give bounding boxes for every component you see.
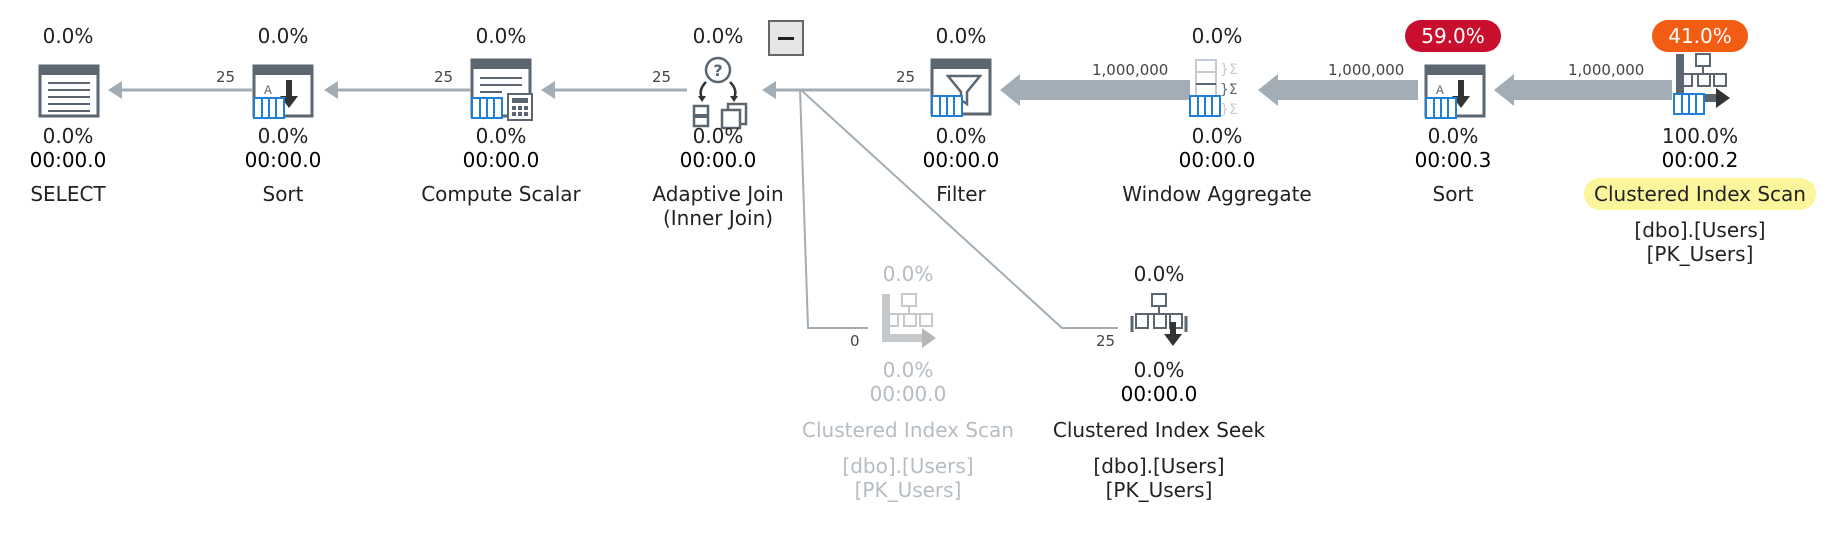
- sort1-time: 00:00.0: [244, 148, 322, 172]
- svg-text:}Σ: }Σ: [1220, 62, 1238, 78]
- seek-object-index: [PK_Users]: [1105, 478, 1213, 502]
- sort1-name[interactable]: Sort: [262, 182, 304, 206]
- svg-text:?: ?: [713, 61, 722, 80]
- edge-scan1-to-sort2[interactable]: [1494, 74, 1672, 106]
- adaptive-join-icon[interactable]: ?: [692, 56, 748, 130]
- edge-sort1-to-select[interactable]: [108, 81, 252, 99]
- compute-time: 00:00.0: [462, 148, 540, 172]
- scan2-cost-top: 0.0%: [882, 262, 934, 286]
- scan2-object-table: [dbo].[Users]: [842, 454, 974, 478]
- edge-window-to-filter[interactable]: [1000, 74, 1190, 106]
- edge-row-count: 25: [216, 68, 236, 86]
- edge-compute-to-sort1[interactable]: [324, 81, 470, 99]
- window-name[interactable]: Window Aggregate: [1122, 182, 1312, 206]
- scan1-object-table: [dbo].[Users]: [1634, 218, 1766, 242]
- adaptive-cost: 0.0%: [692, 124, 744, 148]
- svg-text:}Σ: }Σ: [1220, 82, 1238, 98]
- edge-adaptive-to-compute[interactable]: [541, 81, 687, 99]
- adaptive-time: 00:00.0: [679, 148, 757, 172]
- seek-cost: 0.0%: [1133, 358, 1185, 382]
- scan2-object-index: [PK_Users]: [854, 478, 962, 502]
- compute-cost-top: 0.0%: [475, 24, 527, 48]
- filter-cost-top: 0.0%: [935, 24, 987, 48]
- select-name[interactable]: SELECT: [30, 182, 106, 206]
- sort2-cost: 0.0%: [1427, 124, 1479, 148]
- edge-row-count: 1,000,000: [1092, 61, 1169, 79]
- seek-object-table: [dbo].[Users]: [1093, 454, 1225, 478]
- scan2-name[interactable]: Clustered Index Scan: [802, 418, 1014, 442]
- seek-name[interactable]: Clustered Index Seek: [1052, 418, 1266, 442]
- sort-icon[interactable]: A Z: [1424, 64, 1486, 119]
- seek-cost-top: 0.0%: [1133, 262, 1185, 286]
- clustered-index-seek-icon[interactable]: [1130, 293, 1188, 346]
- window-aggregate-icon[interactable]: }Σ }Σ }Σ: [1189, 59, 1238, 118]
- svg-text:}Σ: }Σ: [1220, 102, 1238, 118]
- select-cost-top: 0.0%: [42, 24, 94, 48]
- svg-text:A: A: [1436, 83, 1444, 98]
- adaptive-cost-top: 0.0%: [692, 24, 744, 48]
- scan1-object-index: [PK_Users]: [1646, 242, 1754, 266]
- sort2-time: 00:00.3: [1414, 148, 1492, 172]
- sort1-cost-top: 0.0%: [257, 24, 309, 48]
- sort1-cost: 0.0%: [257, 124, 309, 148]
- select-time: 00:00.0: [29, 148, 107, 172]
- collapse-button[interactable]: [768, 20, 804, 56]
- filter-time: 00:00.0: [922, 148, 1000, 172]
- edge-row-count: 25: [434, 68, 454, 86]
- scan1-time: 00:00.2: [1661, 148, 1739, 172]
- edge-row-count: 1,000,000: [1328, 61, 1405, 79]
- edge-row-count: 1,000,000: [1568, 61, 1645, 79]
- scan2-time: 00:00.0: [869, 382, 947, 406]
- compute-cost: 0.0%: [475, 124, 527, 148]
- clustered-index-scan-icon[interactable]: [1673, 53, 1730, 115]
- scan1-name[interactable]: Clustered Index Scan: [1584, 178, 1816, 210]
- sort2-name[interactable]: Sort: [1432, 182, 1474, 206]
- edge-row-count: 25: [896, 68, 916, 86]
- cost-badge: 41.0%: [1652, 20, 1748, 52]
- edge-row-count: 25: [1096, 332, 1116, 350]
- window-time: 00:00.0: [1178, 148, 1256, 172]
- seek-time: 00:00.0: [1120, 382, 1198, 406]
- select-cost: 0.0%: [42, 124, 94, 148]
- edge-seek-to-adaptive[interactable]: [799, 88, 1118, 329]
- svg-text:A: A: [264, 83, 272, 98]
- select-icon[interactable]: [38, 64, 100, 118]
- sort-icon[interactable]: A Z: [252, 64, 314, 119]
- scan2-cost: 0.0%: [882, 358, 934, 382]
- edge-row-count: 25: [652, 68, 672, 86]
- adaptive-name[interactable]: Adaptive Join: [652, 182, 784, 206]
- adaptive-subname: (Inner Join): [662, 206, 774, 230]
- window-cost: 0.0%: [1191, 124, 1243, 148]
- edge-row-count: 0: [850, 332, 860, 350]
- filter-name[interactable]: Filter: [936, 182, 986, 206]
- compute-name[interactable]: Compute Scalar: [421, 182, 581, 206]
- edge-sort2-to-window[interactable]: [1258, 74, 1418, 106]
- edge-scan2-to-adaptive[interactable]: [799, 88, 868, 329]
- window-cost-top: 0.0%: [1191, 24, 1243, 48]
- filter-cost: 0.0%: [935, 124, 987, 148]
- clustered-index-scan-icon[interactable]: [882, 293, 936, 348]
- cost-badge: 59.0%: [1405, 20, 1501, 52]
- filter-icon[interactable]: [930, 58, 992, 117]
- scan1-cost: 100.0%: [1661, 124, 1739, 148]
- compute-scalar-icon[interactable]: [470, 58, 533, 121]
